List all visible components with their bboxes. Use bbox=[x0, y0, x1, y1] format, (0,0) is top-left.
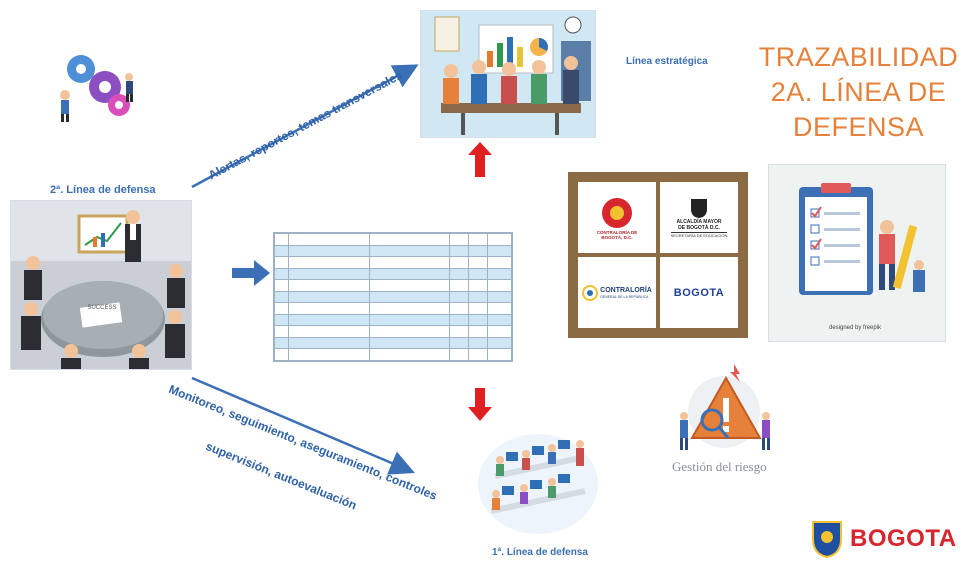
title-line-2: 2A. LÍNEA DE bbox=[770, 77, 947, 107]
meeting-board-text: SUCCESS bbox=[87, 305, 117, 311]
contraloria-general-emblem-icon bbox=[582, 284, 599, 301]
bogota-corner-logo-text: BOGOTA bbox=[850, 525, 957, 552]
bogota-shield-icon bbox=[691, 199, 707, 218]
alcaldia-logo: ALCALDÍA MAYOR DE BOGOTÁ D.C. SECRETARÍA… bbox=[660, 182, 738, 253]
bogota-logo-text: BOGOTA bbox=[673, 286, 725, 299]
lower-diagonal-arrow bbox=[191, 376, 415, 475]
segunda-linea-label: 2ª. Línea de defensa bbox=[50, 184, 156, 196]
title-line-1: TRAZABILIDAD bbox=[758, 42, 959, 72]
bogota-corner-shield-icon bbox=[812, 521, 842, 559]
alcaldia-line-1: ALCALDÍA MAYOR bbox=[676, 219, 722, 225]
contraloria-bogota-logo: CONTRALORÍA DE BOGOTÁ, D.C. bbox=[578, 182, 656, 253]
checklist-illustration: designed by freepik bbox=[768, 164, 946, 342]
contraloria-bogota-text: CONTRALORÍA DE BOGOTÁ, D.C. bbox=[596, 229, 638, 240]
upper-diagonal-arrow bbox=[191, 64, 419, 189]
team-desks-illustration bbox=[478, 434, 598, 534]
linea-estrategica-label: Línea estratégica bbox=[626, 56, 708, 67]
freepik-credit: designed by freepik bbox=[829, 325, 882, 331]
contraloria-bogota-emblem-icon bbox=[602, 197, 632, 228]
red-up-arrow bbox=[468, 142, 492, 177]
meeting-room-illustration: SUCCESS bbox=[10, 200, 192, 370]
primera-linea-label: 1ª. Línea de defensa bbox=[492, 547, 588, 558]
gestion-riesgo-label: Gestión del riesgo bbox=[672, 459, 767, 474]
right-block-arrow bbox=[232, 260, 270, 286]
alcaldia-line-2: DE BOGOTÁ D.C. bbox=[678, 225, 720, 231]
page-title: TRAZABILIDAD 2A. LÍNEA DE DEFENSA bbox=[756, 40, 961, 145]
institution-logos-frame: CONTRALORÍA DE BOGOTÁ, D.C. ALCALDÍA MAY… bbox=[568, 172, 748, 338]
contraloria-general-subtext: GENERAL DE LA REPÚBLICA bbox=[600, 294, 649, 299]
matrix-table-image bbox=[273, 232, 513, 362]
matrix-table bbox=[273, 233, 512, 361]
alcaldia-line-3: SECRETARÍA DE EDUCACIÓN bbox=[670, 232, 728, 238]
contraloria-general-text: CONTRALORÍA bbox=[600, 286, 652, 294]
contraloria-general-logo: CONTRALORÍA GENERAL DE LA REPÚBLICA bbox=[578, 257, 656, 328]
strategy-meeting-illustration bbox=[420, 10, 596, 138]
title-line-3: DEFENSA bbox=[792, 112, 925, 142]
red-down-arrow bbox=[468, 388, 492, 421]
bogota-logo: BOGOTA bbox=[660, 257, 738, 328]
risk-illustration bbox=[680, 364, 770, 450]
gears-illustration bbox=[60, 55, 133, 122]
